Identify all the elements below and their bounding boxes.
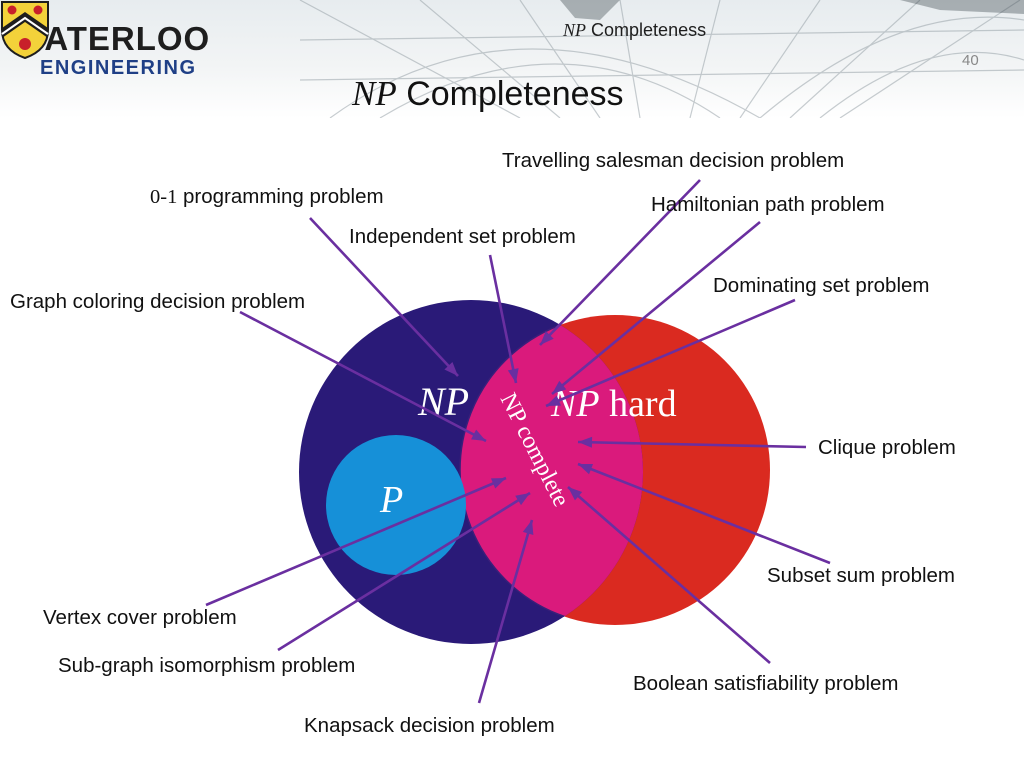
label-dominating-set: Dominating set problem (713, 274, 930, 297)
running-title: NP Completeness (563, 20, 706, 41)
label-zero-one-prefix: 0-1 (150, 186, 178, 208)
logo-subtext: ENGINEERING (40, 57, 197, 79)
label-zero-one-programming: 0-1 programming problem (150, 185, 384, 209)
page-number: 40 (962, 52, 979, 69)
arrow-graph-coloring (239, 310, 487, 443)
slide-title: NP Completeness (352, 74, 624, 114)
arrow-clique (577, 440, 807, 449)
arrowhead-subgraph-isomorphism (515, 493, 530, 506)
arrow-subset-sum (577, 462, 831, 565)
label-vertex-cover: Vertex cover problem (43, 606, 237, 629)
crest-icon (1, 1, 49, 60)
arrowhead-boolean-satisfiability (568, 487, 583, 501)
np-hard-label: NP hard (550, 383, 677, 425)
arrowhead-knapsack (522, 520, 534, 535)
arrowhead-dominating-set (546, 395, 562, 406)
problem-arrows (205, 179, 831, 704)
arrowhead-vertex-cover (490, 478, 506, 489)
arrowhead-subset-sum (578, 464, 594, 475)
header-banner: WATERLOO ENGINEERING NP Completeness 40 (0, 0, 1024, 118)
arrow-boolean-satisfiability (567, 486, 771, 664)
running-title-rest: Completeness (591, 20, 707, 40)
label-hamiltonian-path: Hamiltonian path problem (651, 193, 885, 216)
arrowhead-zero-one-programming (444, 362, 458, 376)
arrow-dominating-set (545, 298, 796, 408)
label-graph-coloring: Graph coloring decision problem (10, 290, 306, 313)
arrow-zero-one-programming (309, 217, 459, 377)
arrow-subgraph-isomorphism (277, 491, 531, 652)
slide-title-italic: NP (352, 74, 397, 113)
arrow-independent-set (488, 254, 518, 384)
label-travelling-salesman: Travelling salesman decision problem (502, 149, 845, 172)
banner-background (299, 0, 1024, 118)
np-complete-region (460, 315, 643, 625)
arrow-hamiltonian-path (551, 220, 761, 396)
arrow-knapsack (477, 519, 534, 704)
arrowhead-graph-coloring (471, 429, 486, 441)
arrowhead-independent-set (507, 368, 519, 383)
arrow-vertex-cover (205, 476, 507, 607)
label-boolean-satisfiability: Boolean satisfiability problem (633, 672, 899, 695)
np-hard-label-rest: hard (609, 383, 677, 425)
running-title-italic: NP (563, 20, 587, 40)
p-label: P (379, 479, 403, 521)
label-knapsack: Knapsack decision problem (304, 714, 555, 737)
label-subgraph-isomorphism: Sub-graph isomorphism problem (58, 654, 356, 677)
np-label: NP (417, 379, 469, 424)
label-subset-sum: Subset sum problem (767, 564, 956, 587)
arrowhead-clique (578, 436, 593, 448)
label-clique: Clique problem (818, 436, 956, 459)
slide-title-rest: Completeness (406, 75, 624, 113)
arrow-travelling-salesman (539, 179, 701, 346)
arrowhead-travelling-salesman (540, 331, 554, 345)
label-independent-set: Independent set problem (349, 225, 576, 248)
arrowhead-hamiltonian-path (552, 380, 567, 394)
label-zero-one-text: programming problem (177, 185, 384, 208)
